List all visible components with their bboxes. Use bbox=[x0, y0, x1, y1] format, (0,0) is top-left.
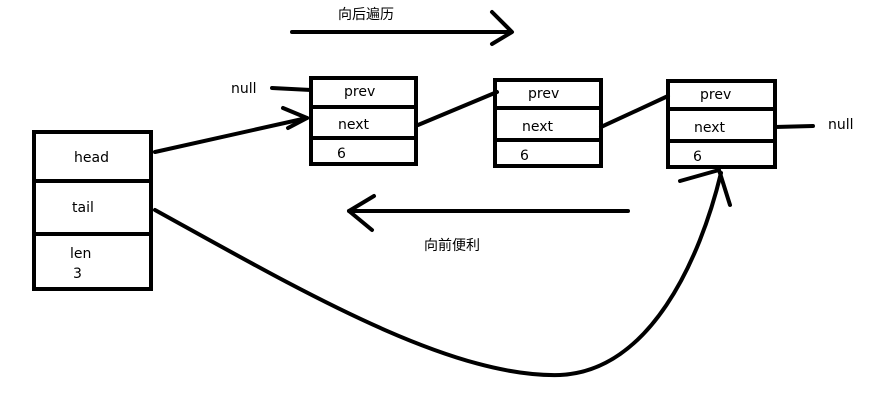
node-3-prev: prev bbox=[700, 87, 731, 103]
node-2-prev: prev bbox=[528, 86, 559, 102]
node-1-next: next bbox=[338, 117, 370, 133]
node-2-next: next bbox=[522, 119, 554, 135]
node-1-value: 6 bbox=[337, 146, 346, 162]
list-struct: head tail len 3 bbox=[32, 130, 153, 291]
list-struct-frame bbox=[32, 130, 153, 291]
node-3-value: 6 bbox=[693, 149, 702, 165]
backward-arrow bbox=[347, 194, 630, 232]
null-left-label: null bbox=[231, 81, 257, 97]
node-2: prev next 6 bbox=[493, 78, 603, 168]
node-3-next-null-pointer bbox=[773, 124, 815, 129]
node-1-to-node-2-link bbox=[416, 90, 499, 127]
node-3: prev next 6 bbox=[666, 79, 777, 169]
node-3-next: next bbox=[694, 120, 726, 136]
node-1: prev next 6 bbox=[309, 76, 418, 166]
null-right-label: null bbox=[828, 117, 854, 133]
node-2-to-node-3-link bbox=[599, 94, 670, 129]
node-2-value: 6 bbox=[520, 148, 529, 164]
tail-pointer-arrow bbox=[153, 168, 732, 378]
forward-arrow bbox=[290, 10, 514, 46]
node-1-prev-null-pointer bbox=[270, 86, 313, 92]
forward-traversal-label: 向后遍历 bbox=[338, 7, 394, 23]
node-1-prev: prev bbox=[344, 84, 375, 100]
len-value: 3 bbox=[73, 266, 82, 282]
backward-traversal-label: 向前便利 bbox=[424, 237, 480, 254]
len-field: len bbox=[70, 246, 91, 262]
tail-field: tail bbox=[72, 200, 94, 216]
head-field: head bbox=[74, 150, 109, 166]
head-pointer-arrow bbox=[153, 106, 309, 154]
